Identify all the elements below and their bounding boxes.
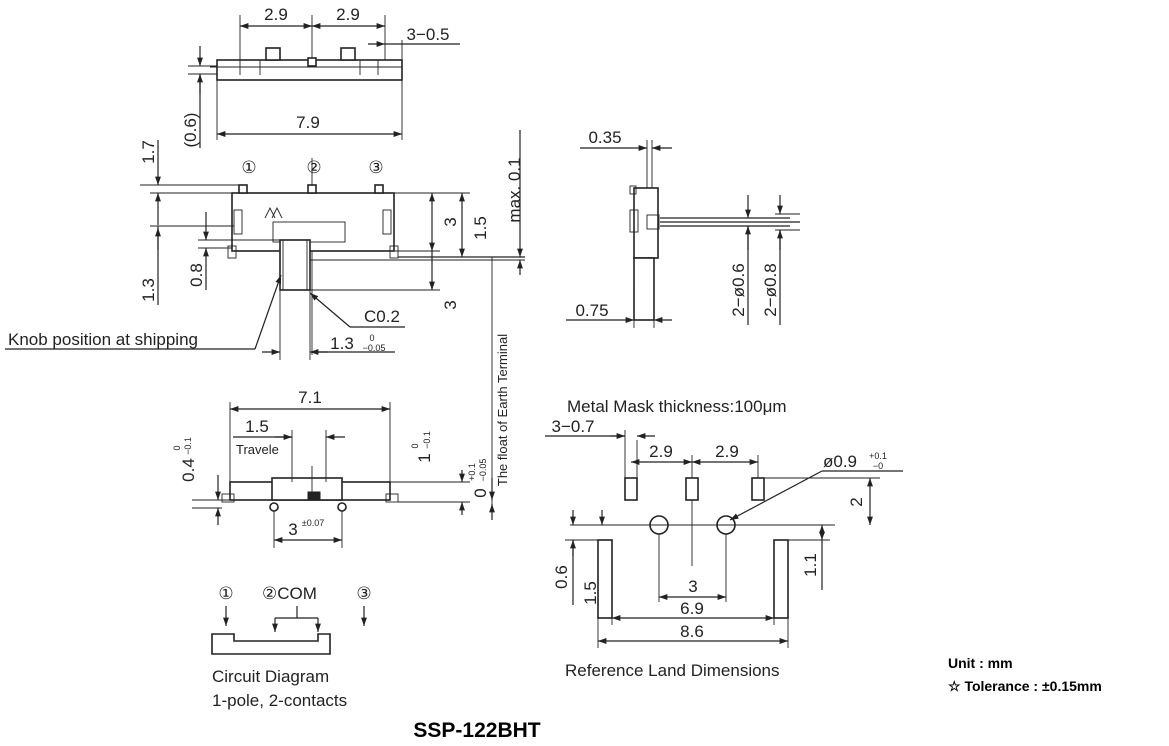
dim-pad-height: 2 [847, 497, 866, 506]
dim-pin-1: 2−ø0.6 [729, 263, 748, 316]
knob-position-label: Knob position at shipping [8, 330, 198, 349]
side-view: 0.35 0.75 2−ø0.6 2−ø0.8 [566, 128, 800, 328]
earth-terminal-label: The float of Earth Terminal [495, 334, 510, 486]
unit-note: Unit : mm [948, 655, 1013, 671]
terminal-3-label: ③ [368, 158, 383, 177]
circuit-contact-slider [211, 633, 331, 655]
land-pattern: Metal Mask thickness:100μm 3−0.7 2.9 2.9… [545, 397, 903, 680]
inner-tol-lower: −0.1 [422, 431, 432, 449]
dim-pitch-right: 2.9 [336, 5, 360, 24]
land-caption: Reference Land Dimensions [565, 661, 780, 680]
dim-bottom-width: 7.1 [298, 388, 322, 407]
dim-gap: 0.6 [552, 565, 571, 589]
dim-terminal-width: 3−0.5 [406, 25, 449, 44]
dim-hole-pitch: 3 [688, 577, 697, 596]
dim-knob-length: 3 [441, 300, 460, 309]
dim-knob-width: 1.3 [330, 334, 354, 353]
terminal-2-label: ② [306, 158, 321, 177]
float-tol-lower: −0.05 [478, 459, 488, 482]
top-view-terminal [340, 47, 356, 61]
land-side-pad [773, 539, 789, 619]
top-view: 2.9 2.9 3−0.5 (0.6) 7.9 [181, 5, 460, 148]
hole-tol-upper: +0.1 [869, 451, 887, 461]
terminal-1-label: ① [241, 158, 256, 177]
dim-knob-height: 1.5 [471, 216, 490, 240]
land-side-pad [597, 539, 613, 619]
height-tol-lower: −0.1 [183, 437, 193, 455]
knob [279, 239, 311, 291]
dim-body-height: 3 [441, 217, 460, 226]
circuit-caption-line1: Circuit Diagram [212, 667, 329, 686]
land-pad [685, 477, 699, 501]
chamfer-label: C0.2 [364, 307, 400, 326]
dim-side-pad: 1.1 [801, 553, 820, 577]
dim-pad: 3−0.7 [551, 417, 594, 436]
dim-pitch-left: 2.9 [264, 5, 288, 24]
land-pitch-right: 2.9 [715, 442, 739, 461]
top-view-terminal [307, 57, 317, 67]
dim-length: 7.9 [296, 113, 320, 132]
circuit-pin-1: ① [218, 584, 233, 603]
inner-tol-upper: 0 [410, 443, 420, 448]
dim-side-bottom: 0.75 [575, 301, 608, 320]
dim-bottom-height: 0.4 [179, 458, 198, 482]
dim-inner-span: 6.9 [680, 599, 704, 618]
travel-label: Travele [236, 442, 279, 457]
height-tol-upper: 0 [172, 445, 182, 450]
dim-float: 0 [471, 488, 490, 497]
dim-max: max. 0.1 [505, 157, 524, 222]
land-pad [624, 477, 638, 501]
dim-lower-pad: 1.5 [581, 581, 600, 605]
dim-travel: 1.5 [245, 417, 269, 436]
dim-pin-2: 2−ø0.8 [761, 263, 780, 316]
dim-side-top: 0.35 [588, 128, 621, 147]
circuit-diagram: ① ②COM ③ Circuit Diagram 1-pole, 2-conta… [211, 584, 372, 710]
land-pad [751, 477, 765, 501]
dim-offset: (0.6) [181, 113, 200, 148]
hole-tol-lower: −0 [873, 461, 883, 471]
circuit-pin-2-com: ②COM [262, 584, 317, 603]
mask-note: Metal Mask thickness:100μm [567, 397, 787, 416]
bottom-view: 7.1 1.5 Travele 0.4 0 −0.1 1 0 −0.1 0 +0… [172, 388, 495, 548]
dim-hole: ø0.9 [823, 452, 857, 471]
dim-pin-pitch: 3 [288, 520, 297, 539]
dim-lower: 1.3 [139, 278, 158, 302]
dim-inner: 1 [415, 453, 434, 462]
circuit-pin-3: ③ [356, 584, 371, 603]
knob-tol-lower: −0.05 [363, 343, 386, 353]
circuit-caption-line2: 1-pole, 2-contacts [212, 691, 347, 710]
contact-mark [307, 491, 321, 501]
model-title: SSP-122BHT [413, 719, 540, 742]
front-view: ① ② ③ 1.7 1.3 0.8 [5, 130, 525, 510]
pin-pitch-tol: ±0.07 [302, 518, 324, 528]
top-view-terminal [265, 47, 281, 61]
land-pitch-left: 2.9 [649, 442, 673, 461]
float-tol-upper: +0.1 [467, 463, 477, 481]
dim-knob-offset: 0.8 [187, 263, 206, 287]
knob-tol-upper: 0 [369, 333, 374, 343]
dim-terminal-height: 1.7 [139, 140, 158, 164]
dim-outer-span: 8.6 [680, 622, 704, 641]
tolerance-note: ☆ Tolerance : ±0.15mm [948, 678, 1102, 694]
